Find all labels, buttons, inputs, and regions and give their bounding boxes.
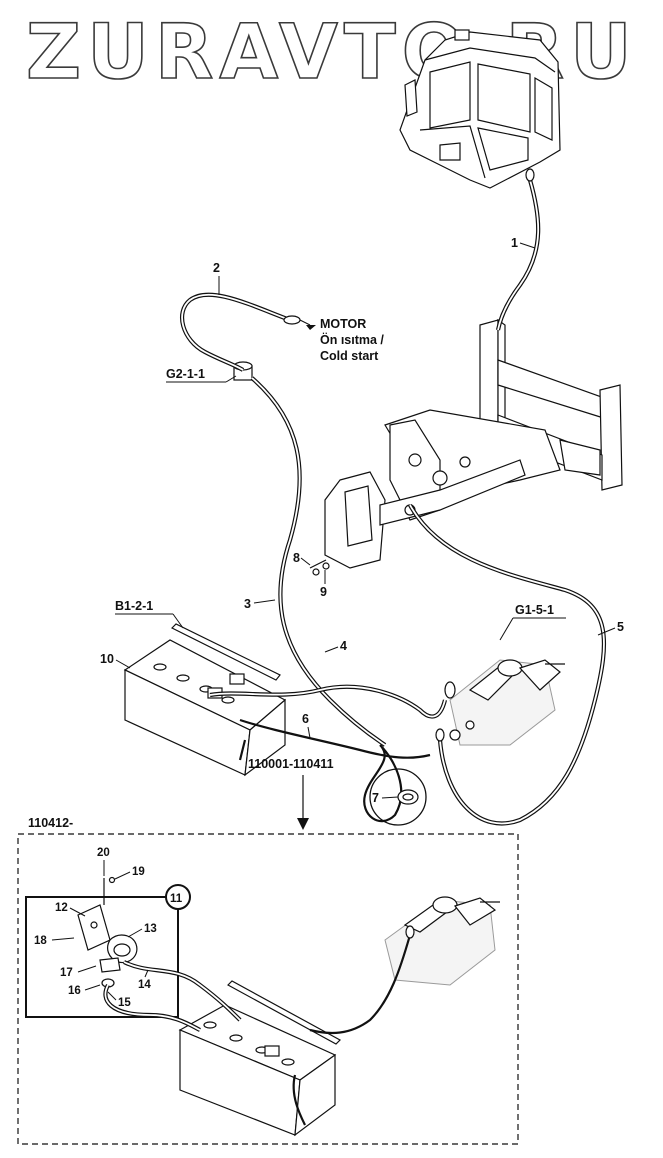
screw-8-9 [309, 559, 330, 576]
callout-11: 11 [170, 893, 183, 905]
battery-main [123, 623, 287, 777]
callout-17: 17 [60, 967, 73, 979]
frame [324, 318, 623, 569]
motor-arrow-icon [306, 325, 316, 330]
callout-13: 13 [144, 923, 157, 935]
down-arrow-icon [297, 818, 309, 830]
ref-b1: B1-2-1 [115, 599, 153, 613]
callout-14: 14 [138, 979, 151, 991]
callout-8: 8 [293, 551, 300, 565]
callout-1: 1 [511, 236, 518, 250]
callout-9: 9 [320, 585, 327, 599]
ref-g2: G2-1-1 [166, 367, 205, 381]
callout-7: 7 [372, 791, 379, 805]
callout-15: 15 [118, 997, 131, 1009]
callout-19: 19 [132, 866, 145, 878]
detail-circle-7 [369, 768, 427, 826]
callout-3: 3 [244, 597, 251, 611]
motor-note-line2: Ön ısıtma / [320, 332, 384, 347]
detail-subframe [25, 896, 179, 1018]
ref-g1: G1-5-1 [515, 603, 554, 617]
callouts-main: 1 2 3 4 5 6 7 8 9 10 G2-1-1 B1-2-1 G1-5-… [100, 236, 624, 830]
callout-10: 10 [100, 652, 114, 666]
serial-from-label: 110412- [28, 816, 73, 830]
callouts-detail: 11 12 13 14 15 16 17 18 19 20 [34, 847, 191, 1009]
clamp-7 [397, 789, 419, 805]
detail-view: 110412- [17, 816, 519, 1145]
callout-2: 2 [213, 261, 220, 275]
callout-12: 12 [55, 902, 68, 914]
motor-note-line3: Cold start [320, 349, 379, 363]
callout-5: 5 [617, 620, 624, 634]
callout-11-circle [165, 884, 191, 910]
serial-range-old: 110001-110411 [248, 757, 334, 771]
starter-motor-main [449, 659, 565, 746]
cables-main [180, 168, 607, 826]
callout-16: 16 [68, 985, 81, 997]
motor-note-line1: MOTOR [320, 317, 366, 331]
cab [399, 29, 561, 189]
callout-18: 18 [34, 935, 47, 947]
callout-4: 4 [340, 639, 347, 653]
detail-frame [17, 833, 519, 1145]
callout-20: 20 [97, 847, 110, 859]
callout-6: 6 [302, 712, 309, 726]
